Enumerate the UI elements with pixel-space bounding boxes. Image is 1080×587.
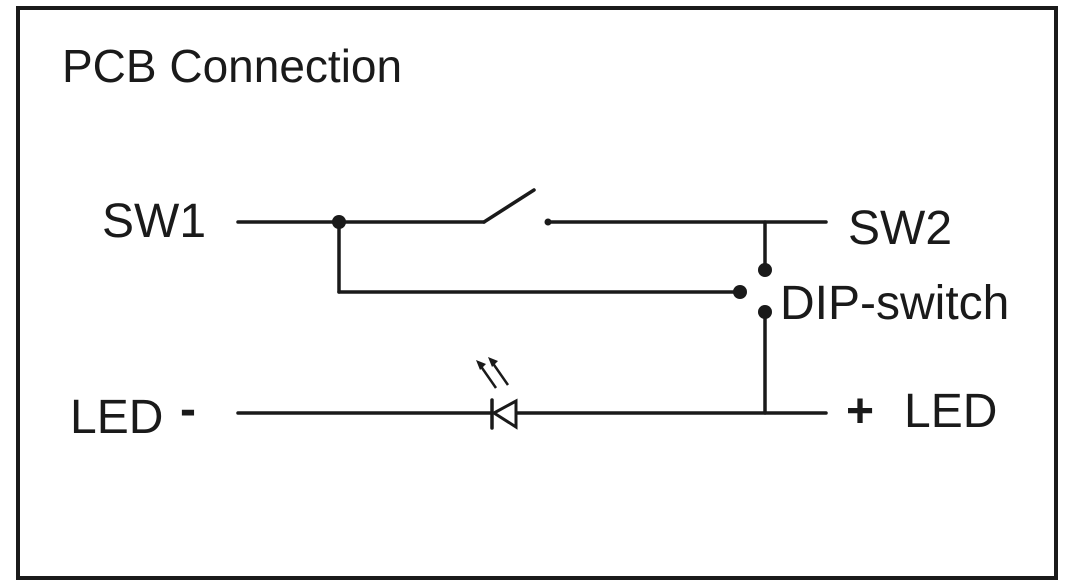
led-positive-sign: + <box>846 385 874 438</box>
led-positive-label: LED <box>904 385 997 438</box>
sw2-label: SW2 <box>848 202 952 255</box>
dip-switch-contacts <box>733 263 772 319</box>
led-negative-sign: - <box>180 383 196 436</box>
led-negative-label: LED <box>70 391 163 444</box>
diagram-title: PCB Connection <box>62 40 402 92</box>
sw1-label: SW1 <box>102 195 206 248</box>
led-diode-icon <box>476 357 518 430</box>
sw2-wiring <box>546 220 828 415</box>
sw1-wiring <box>236 215 742 294</box>
dip-switch-label: DIP-switch <box>780 277 1009 330</box>
